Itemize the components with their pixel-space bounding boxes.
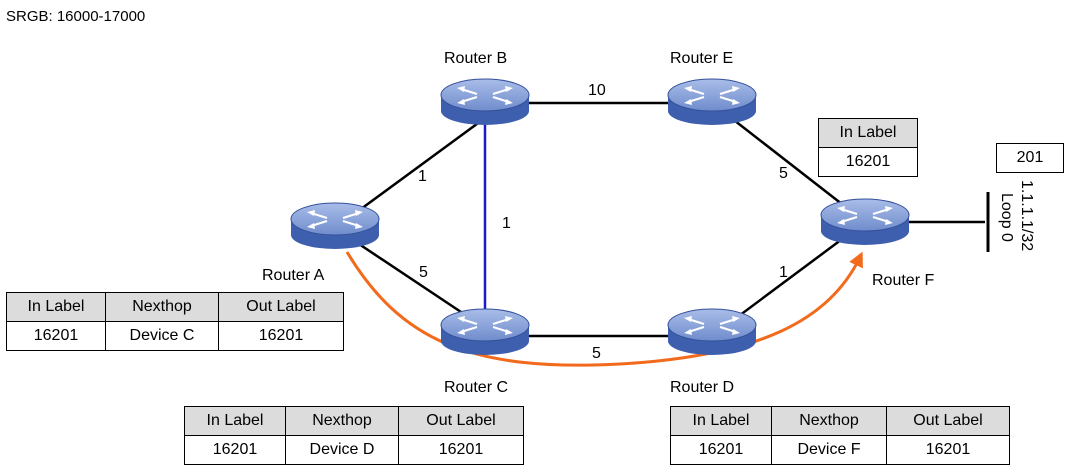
router-a-label: Router A [262, 267, 325, 284]
table-header: Out Label [886, 406, 1010, 436]
cost-b-e: 10 [588, 82, 606, 99]
table-header: Nexthop [285, 406, 399, 436]
table-cell: 16201 [398, 435, 524, 465]
table-header: Nexthop [105, 292, 219, 322]
table-cell: 16201 [818, 147, 918, 177]
table-cell: Device C [105, 321, 219, 351]
cost-c-d: 5 [592, 345, 601, 362]
router-e-label: Router E [670, 50, 733, 67]
table-header: Out Label [398, 406, 524, 436]
cost-d-f: 1 [779, 264, 788, 281]
cost-b-c: 1 [502, 215, 511, 232]
srgb-label: SRGB: 16000-17000 [6, 8, 146, 25]
router-a-icon[interactable] [290, 202, 380, 250]
router-f-label-table: In Label 16201 [818, 118, 918, 177]
loopback-label-box: 201 [996, 143, 1064, 173]
loopback-address: 1.1.1.1/32 [1018, 180, 1035, 251]
table-cell: 16201 [670, 435, 772, 465]
table-header: Out Label [218, 292, 344, 322]
router-f-label: Router F [872, 272, 934, 289]
table-header: In Label [670, 406, 772, 436]
router-d-label: Router D [670, 379, 734, 396]
table-header: In Label [184, 406, 286, 436]
table-cell: Device D [285, 435, 399, 465]
router-a-label-table: In Label Nexthop Out Label 16201 Device … [6, 292, 344, 351]
router-c-icon[interactable] [440, 308, 530, 356]
table-cell: 16201 [6, 321, 106, 351]
cost-e-f: 5 [779, 165, 788, 182]
router-f-icon[interactable] [820, 198, 910, 246]
table-cell: Device F [771, 435, 887, 465]
table-cell: 16201 [184, 435, 286, 465]
router-e-icon[interactable] [667, 78, 757, 126]
router-d-label-table: In Label Nexthop Out Label 16201 Device … [670, 406, 1010, 465]
router-c-label-table: In Label Nexthop Out Label 16201 Device … [184, 406, 524, 465]
loopback-name: Loop 0 [998, 193, 1015, 242]
router-d-icon[interactable] [667, 308, 757, 356]
cost-a-b: 1 [418, 168, 427, 185]
forwarding-path-arrow [345, 251, 863, 367]
router-b-label: Router B [444, 50, 507, 67]
table-header: In Label [6, 292, 106, 322]
cost-a-c: 5 [419, 264, 428, 281]
table-header: In Label [818, 118, 918, 148]
table-cell: 16201 [886, 435, 1010, 465]
router-b-icon[interactable] [440, 78, 530, 126]
router-c-label: Router C [444, 379, 508, 396]
table-header: Nexthop [771, 406, 887, 436]
table-cell: 16201 [218, 321, 344, 351]
